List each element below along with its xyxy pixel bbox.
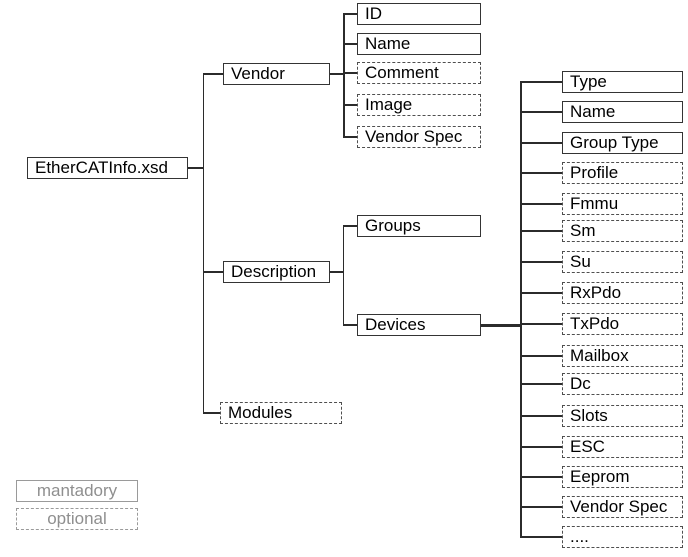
connector-line — [330, 271, 344, 273]
connector-line — [522, 536, 562, 538]
node-etc: .... — [562, 526, 683, 548]
node-vendor-spec: Vendor Spec — [562, 496, 683, 518]
connector-line — [522, 81, 562, 83]
node-comment: Comment — [357, 62, 481, 84]
connector-line — [202, 73, 205, 414]
connector-line — [344, 104, 357, 106]
connector-line — [204, 271, 223, 273]
node-group-type: Group Type — [562, 132, 683, 154]
node-id: ID — [357, 3, 481, 25]
connector-line — [522, 172, 562, 174]
connector-line — [522, 203, 562, 205]
connector-line — [522, 292, 562, 294]
connector-line — [522, 415, 562, 417]
node-description: Description — [223, 261, 330, 283]
connector-line — [343, 13, 345, 139]
node-vendor: Vendor — [223, 63, 330, 85]
node-dc: Dc — [562, 373, 683, 395]
connector-line — [344, 43, 357, 45]
node-eeprom: Eeprom — [562, 466, 683, 488]
connector-line — [344, 13, 357, 15]
node-sm: Sm — [562, 220, 683, 242]
connector-line — [522, 323, 562, 325]
connector-line — [522, 446, 562, 448]
node-name: Name — [357, 33, 481, 55]
connector-line — [344, 72, 357, 74]
node-image: Image — [357, 94, 481, 116]
node-vendor-spec: Vendor Spec — [357, 126, 481, 148]
node-profile: Profile — [562, 162, 683, 184]
connector-line — [522, 261, 562, 263]
legend-mandatory: mantadory — [16, 480, 138, 502]
connector-line — [188, 166, 204, 170]
connector-line — [204, 73, 223, 75]
connector-line — [330, 73, 344, 75]
connector-line — [522, 111, 562, 113]
connector-line — [481, 323, 521, 327]
connector-line — [522, 506, 562, 508]
connector-line — [519, 80, 523, 539]
node-mailbox: Mailbox — [562, 345, 683, 367]
node-devices: Devices — [357, 314, 481, 336]
node-fmmu: Fmmu — [562, 193, 683, 215]
node-esc: ESC — [562, 436, 683, 458]
connector-line — [342, 225, 345, 327]
connector-line — [522, 142, 562, 144]
node-rxpdo: RxPdo — [562, 282, 683, 304]
node-txpdo: TxPdo — [562, 313, 683, 335]
node-slots: Slots — [562, 405, 683, 427]
connector-line — [522, 383, 562, 385]
connector-line — [344, 136, 357, 138]
legend-optional: optional — [16, 508, 138, 530]
node-groups: Groups — [357, 215, 481, 237]
connector-line — [522, 476, 562, 478]
connector-line — [204, 412, 220, 414]
node-type: Type — [562, 71, 683, 93]
node-ethercatinfo-xsd: EtherCATInfo.xsd — [27, 157, 188, 179]
connector-line — [344, 225, 357, 227]
node-su: Su — [562, 251, 683, 273]
node-name: Name — [562, 101, 683, 123]
connector-line — [522, 355, 562, 357]
connector-line — [522, 230, 562, 232]
connector-line — [344, 324, 357, 326]
node-modules: Modules — [220, 402, 342, 424]
